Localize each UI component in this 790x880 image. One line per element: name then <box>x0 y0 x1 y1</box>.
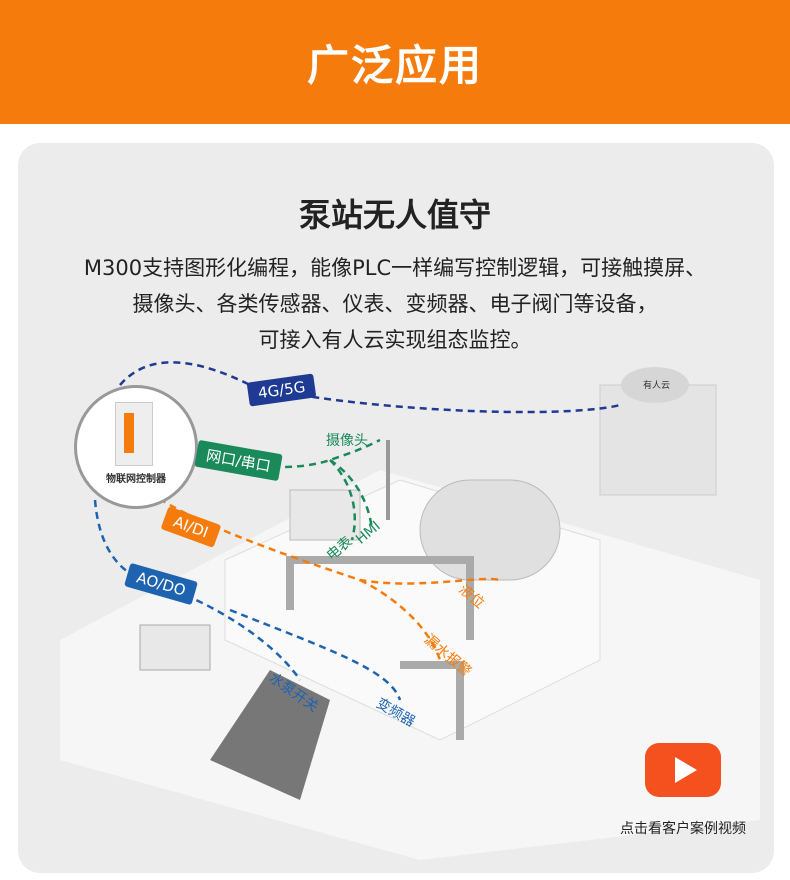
header-banner: 广泛应用 <box>0 0 790 124</box>
play-video-button[interactable] <box>645 743 721 797</box>
banner-title: 广泛应用 <box>306 40 483 90</box>
video-link-label[interactable]: 点击看客户案例视频 <box>620 821 746 837</box>
truck <box>139 624 211 671</box>
pipes <box>286 556 474 740</box>
section-title: 泵站无人值守 <box>298 196 491 234</box>
ramp <box>210 670 330 800</box>
iot-controller: 物联网控制器 <box>74 385 198 509</box>
cabinet <box>289 489 361 541</box>
link-4g <box>119 361 621 414</box>
cloud-label: 有人云 <box>643 381 671 391</box>
controller-device-icon <box>115 402 153 466</box>
controller-label: 物联网控制器 <box>106 474 166 485</box>
link-aidi <box>139 484 501 585</box>
link-aodo <box>93 499 402 701</box>
cloud-icon <box>621 367 689 403</box>
link-port <box>189 438 381 541</box>
label-camera: 摄像头 <box>326 433 368 449</box>
description-line: M300支持图形化编程，能像PLC一样编写控制逻辑，可接触摸屏、 <box>83 256 707 280</box>
description-line: 摄像头、各类传感器、仪表、变频器、电子阀门等设备， <box>132 292 658 316</box>
description-line: 可接入有人云实现组态监控。 <box>258 328 532 352</box>
cloud-datacenter <box>599 384 717 496</box>
tank <box>419 479 561 581</box>
section-description: M300支持图形化编程，能像PLC一样编写控制逻辑，可接触摸屏、 摄像头、各类传… <box>40 250 750 358</box>
link-leak <box>359 578 442 661</box>
